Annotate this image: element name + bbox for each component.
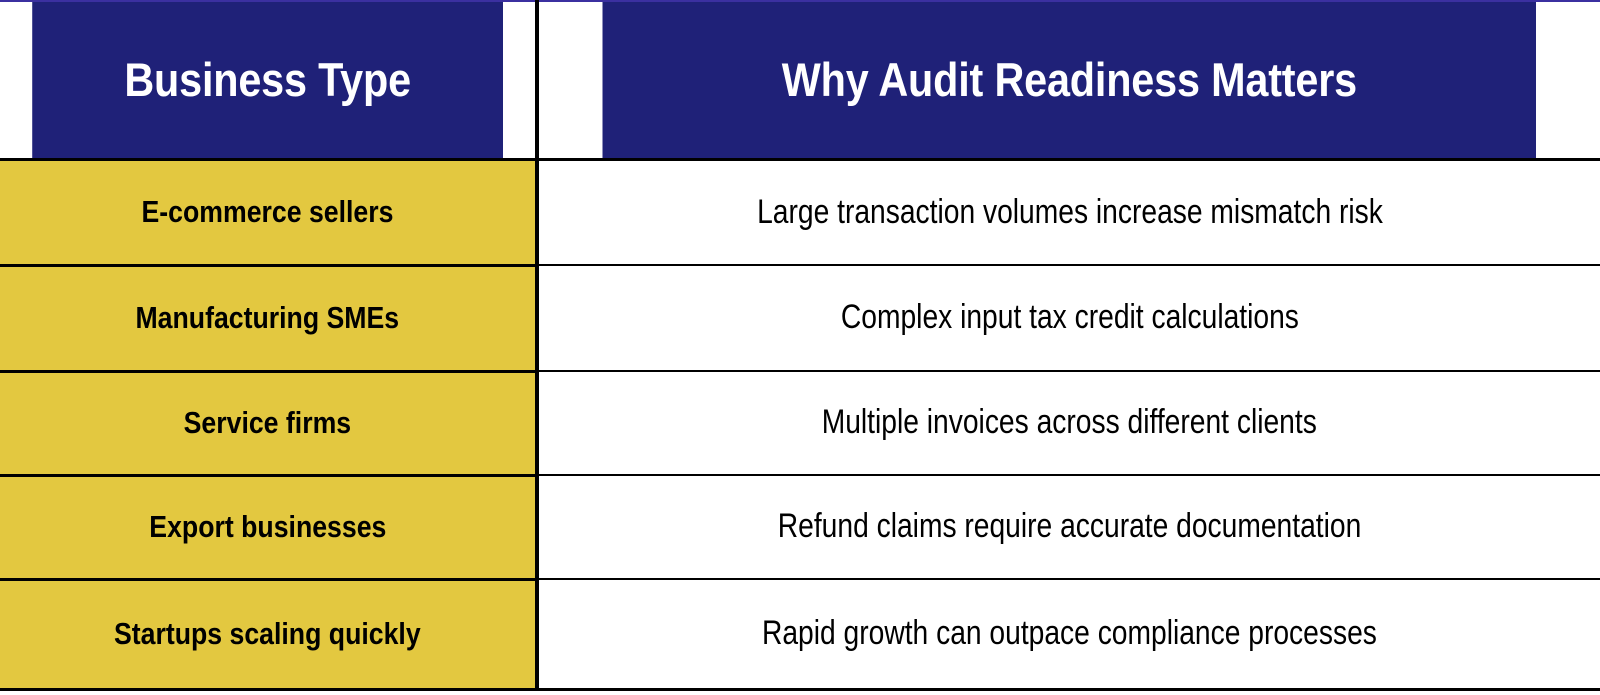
column-header-business-type: Business Type bbox=[32, 0, 507, 161]
cell-why-matters: Complex input tax credit calculations bbox=[537, 265, 1600, 372]
cell-why-matters-text: Refund claims require accurate documenta… bbox=[777, 507, 1362, 546]
cell-why-matters: Multiple invoices across different clien… bbox=[537, 371, 1600, 476]
cell-why-matters-text: Rapid growth can outpace compliance proc… bbox=[762, 614, 1377, 653]
table-row: Export businesses Refund claims require … bbox=[0, 475, 1600, 581]
cell-business-type-text: Service firms bbox=[183, 404, 352, 440]
table-header: Business Type Why Audit Readiness Matter… bbox=[0, 0, 1600, 161]
cell-business-type: Service firms bbox=[0, 371, 539, 477]
cell-business-type-text: Startups scaling quickly bbox=[114, 615, 421, 651]
table-row: Service firms Multiple invoices across d… bbox=[0, 371, 1600, 477]
table-header-row: Business Type Why Audit Readiness Matter… bbox=[0, 0, 1600, 161]
cell-business-type-text: E-commerce sellers bbox=[141, 193, 394, 229]
cell-business-type-text: Export businesses bbox=[148, 508, 387, 544]
table-row: Manufacturing SMEs Complex input tax cre… bbox=[0, 265, 1600, 373]
cell-why-matters-text: Complex input tax credit calculations bbox=[840, 298, 1299, 337]
cell-business-type-text: Manufacturing SMEs bbox=[135, 299, 400, 335]
cell-business-type: E-commerce sellers bbox=[0, 159, 539, 267]
cell-why-matters-text: Large transaction volumes increase misma… bbox=[756, 192, 1383, 231]
table-row: Startups scaling quickly Rapid growth ca… bbox=[0, 579, 1600, 691]
table-body: E-commerce sellers Large transaction vol… bbox=[0, 159, 1600, 691]
cell-business-type: Startups scaling quickly bbox=[0, 579, 539, 691]
cell-why-matters-text: Multiple invoices across different clien… bbox=[821, 403, 1318, 442]
cell-business-type: Export businesses bbox=[0, 475, 539, 581]
cell-why-matters: Refund claims require accurate documenta… bbox=[537, 475, 1600, 580]
column-header-why-audit-readiness-matters: Why Audit Readiness Matters bbox=[600, 0, 1537, 161]
cell-why-matters: Large transaction volumes increase misma… bbox=[537, 159, 1600, 266]
cell-why-matters: Rapid growth can outpace compliance proc… bbox=[537, 579, 1600, 691]
table-row: E-commerce sellers Large transaction vol… bbox=[0, 159, 1600, 267]
cell-business-type: Manufacturing SMEs bbox=[0, 265, 539, 373]
